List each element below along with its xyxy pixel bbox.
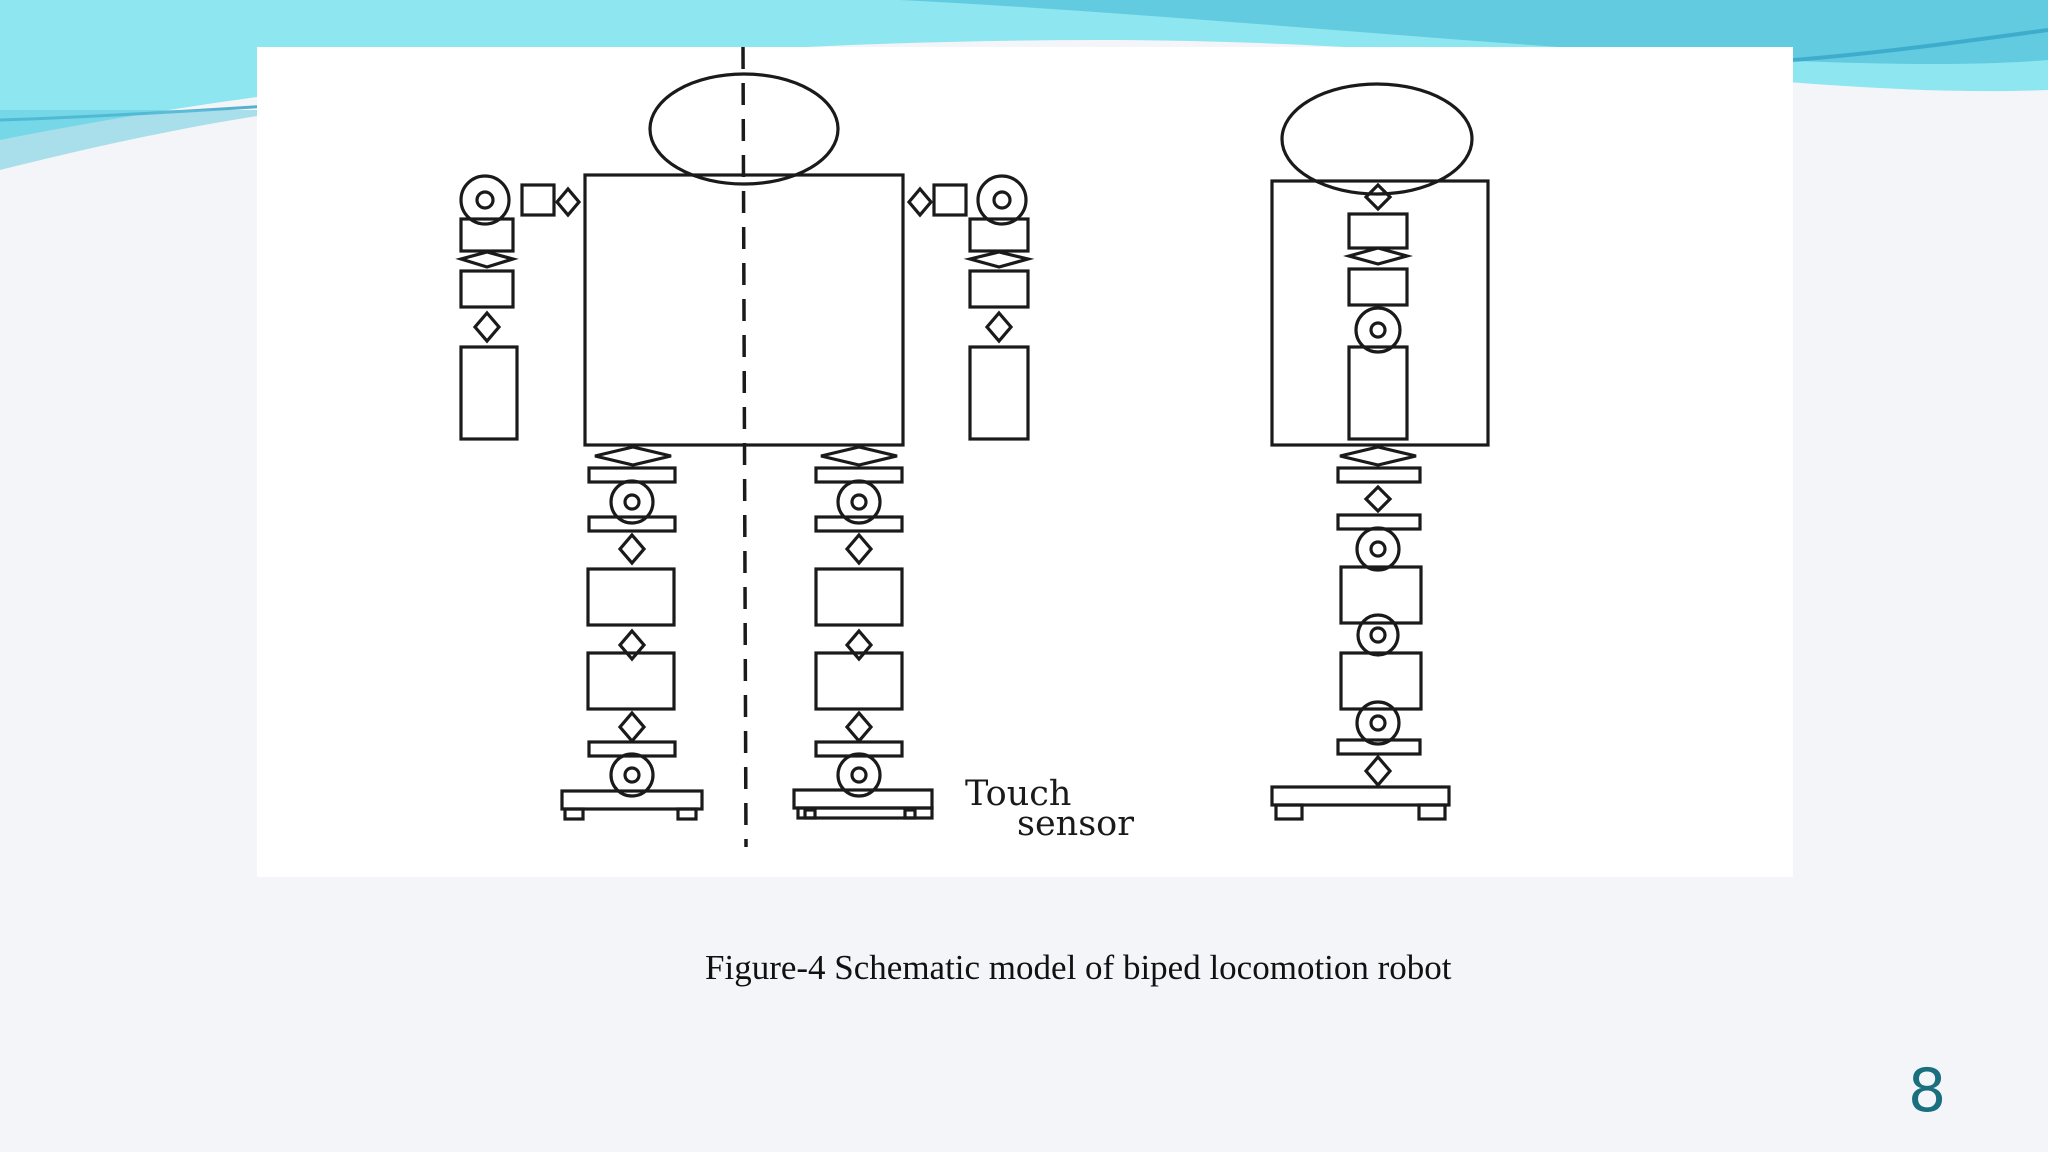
touch-sensor-label-line1: Touch (965, 774, 1071, 814)
figure-panel: Touch sensor (257, 47, 1793, 877)
center-line (741, 47, 748, 848)
front-left-arm (455, 174, 582, 441)
side-torso (1270, 179, 1490, 447)
front-left-leg (560, 445, 704, 821)
side-head (1280, 82, 1474, 196)
slide-number: 8 (1908, 1056, 1947, 1126)
figure-caption: Figure-4 Schematic model of biped locomo… (705, 948, 1452, 987)
robot-front-view: Touch sensor (455, 72, 1134, 844)
robot-side-view (1270, 82, 1490, 821)
front-torso (583, 173, 905, 447)
front-right-leg (792, 445, 934, 820)
biped-robot-schematic: Touch sensor (455, 47, 1490, 848)
touch-sensor-label-line2: sensor (1017, 804, 1134, 844)
front-right-arm (906, 174, 1035, 441)
front-head (648, 72, 840, 186)
